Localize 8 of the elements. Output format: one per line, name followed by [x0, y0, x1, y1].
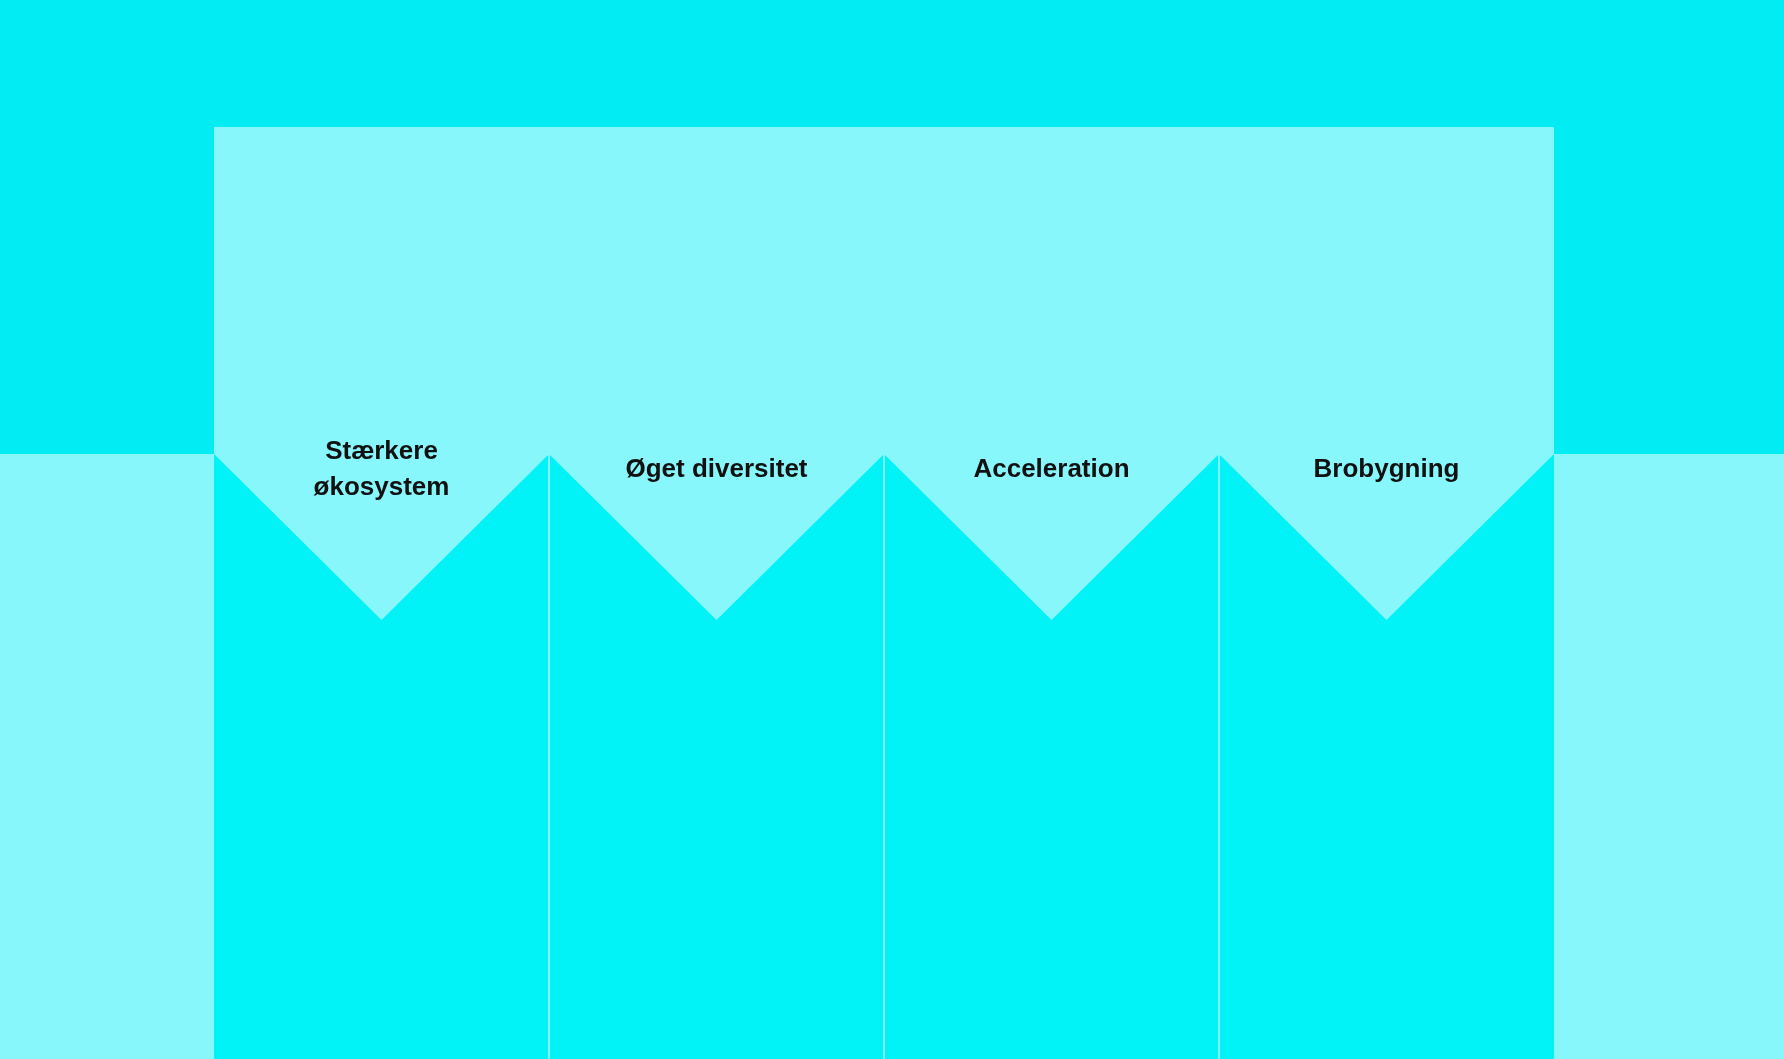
column-title: Brobygning — [1312, 452, 1461, 485]
column-title: Acceleration — [972, 452, 1131, 485]
chevron-header — [884, 127, 1219, 620]
chevron-header — [549, 127, 884, 620]
chevron-header — [214, 127, 549, 620]
column-title: Øget diversitet — [624, 452, 809, 485]
column-title: Stærkere økosystem — [312, 434, 451, 503]
chevron-header — [1219, 127, 1554, 620]
